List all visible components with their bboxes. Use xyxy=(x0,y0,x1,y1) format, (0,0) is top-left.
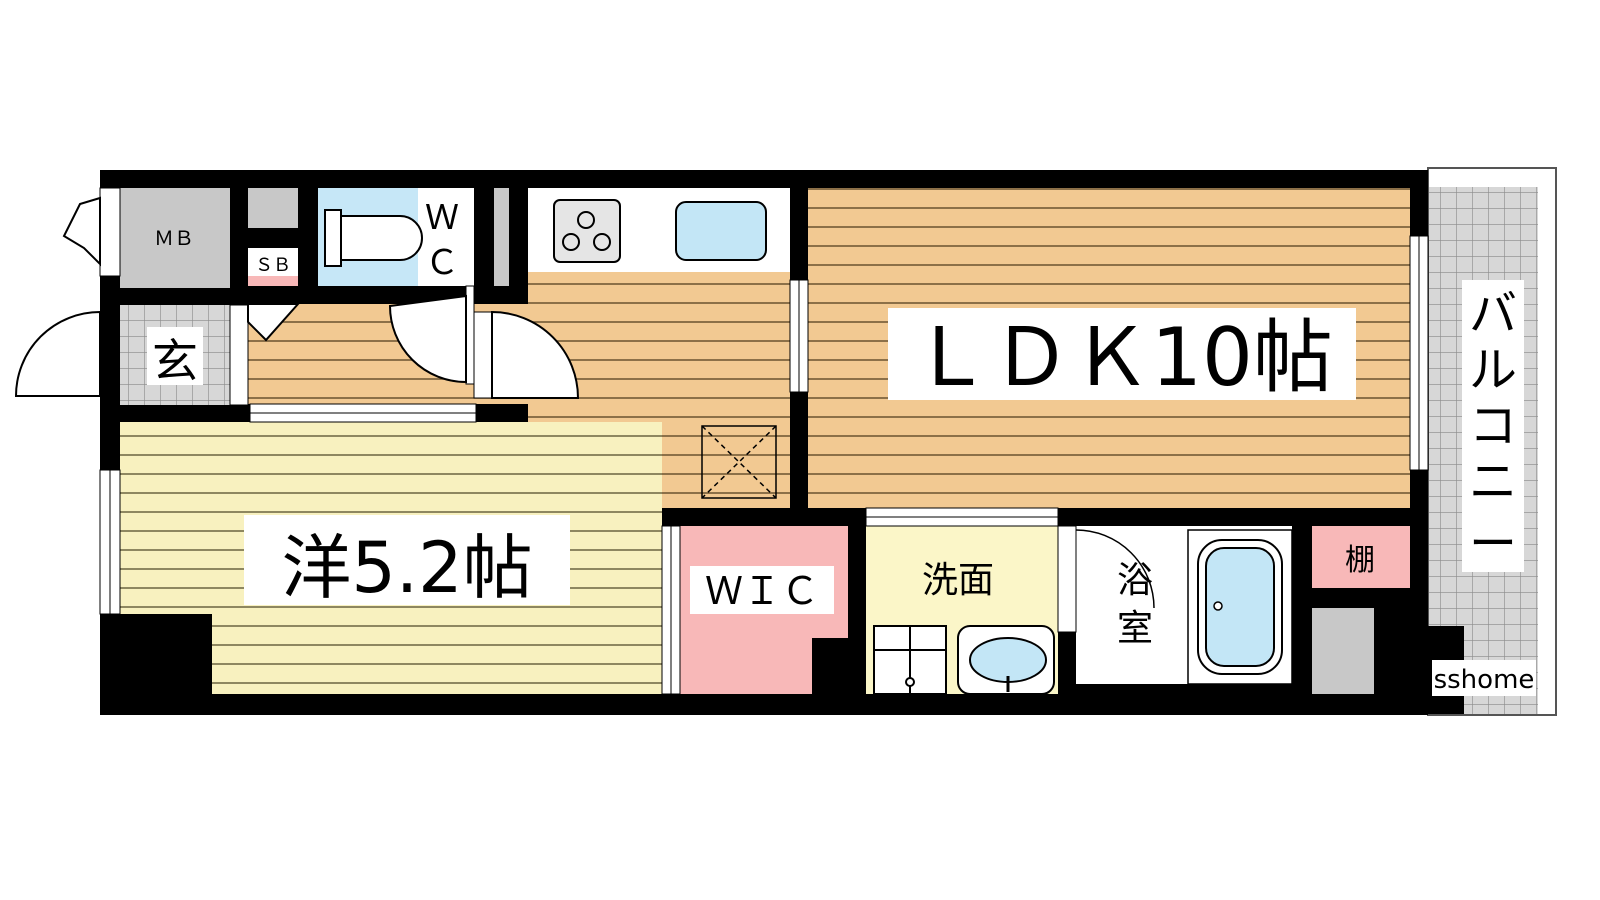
wic-label-bg xyxy=(690,566,834,614)
svg-text:バ: バ xyxy=(1469,286,1517,342)
bath-label-2: 室 xyxy=(1117,608,1153,649)
wic-pillar xyxy=(812,638,848,696)
wash-basin-icon xyxy=(957,625,1055,695)
bath-door-swing xyxy=(1075,529,1155,609)
shelf-label: 棚 xyxy=(1345,543,1375,578)
washroom-label: 洗面 xyxy=(922,560,994,601)
mb-label: ＭＢ xyxy=(154,226,194,250)
western-pillar xyxy=(100,614,212,714)
watermark-bg xyxy=(1432,660,1536,696)
ldk-label-bg xyxy=(888,308,1356,400)
gray-stub-2 xyxy=(494,188,509,286)
sb-strip xyxy=(248,276,298,286)
washer-icon xyxy=(873,625,947,695)
balcony-label-box xyxy=(1462,280,1524,572)
wc-label-c: Ｃ xyxy=(425,243,459,283)
stove-icon xyxy=(553,199,621,263)
fridge-space-icon xyxy=(701,425,777,499)
svg-text:ル: ル xyxy=(1469,342,1517,398)
door-swings xyxy=(14,196,580,399)
toilet-icon xyxy=(324,209,423,267)
western-label-bg xyxy=(244,515,570,605)
shelf xyxy=(1312,526,1410,588)
western-room-label: 洋5.2帖 xyxy=(281,527,532,609)
windows xyxy=(99,187,1429,695)
shelf-gray xyxy=(1312,608,1374,694)
wc-label-w: Ｗ xyxy=(425,198,459,238)
wic-label: ＷＩＣ xyxy=(705,569,819,613)
balcony-label: バ ル コ ニ ー xyxy=(1469,286,1517,572)
sb-label: ＳＢ xyxy=(255,255,291,276)
svg-text:ー: ー xyxy=(1469,516,1517,572)
mb-room xyxy=(120,188,230,288)
wc-label-bg xyxy=(418,188,474,286)
bathtub-icon xyxy=(1187,529,1293,685)
bath-label-1: 浴 xyxy=(1117,560,1153,601)
svg-text:ニ: ニ xyxy=(1469,454,1517,510)
ldk-label: ＬＤＫ10帖 xyxy=(911,311,1333,404)
watermark: sshome xyxy=(1434,665,1535,695)
entrance-label-bg xyxy=(147,327,203,385)
entrance-label: 玄 xyxy=(152,334,198,388)
gray-stub-1 xyxy=(248,188,298,228)
svg-text:コ: コ xyxy=(1469,398,1517,454)
kitchen-sink-icon xyxy=(675,201,767,261)
